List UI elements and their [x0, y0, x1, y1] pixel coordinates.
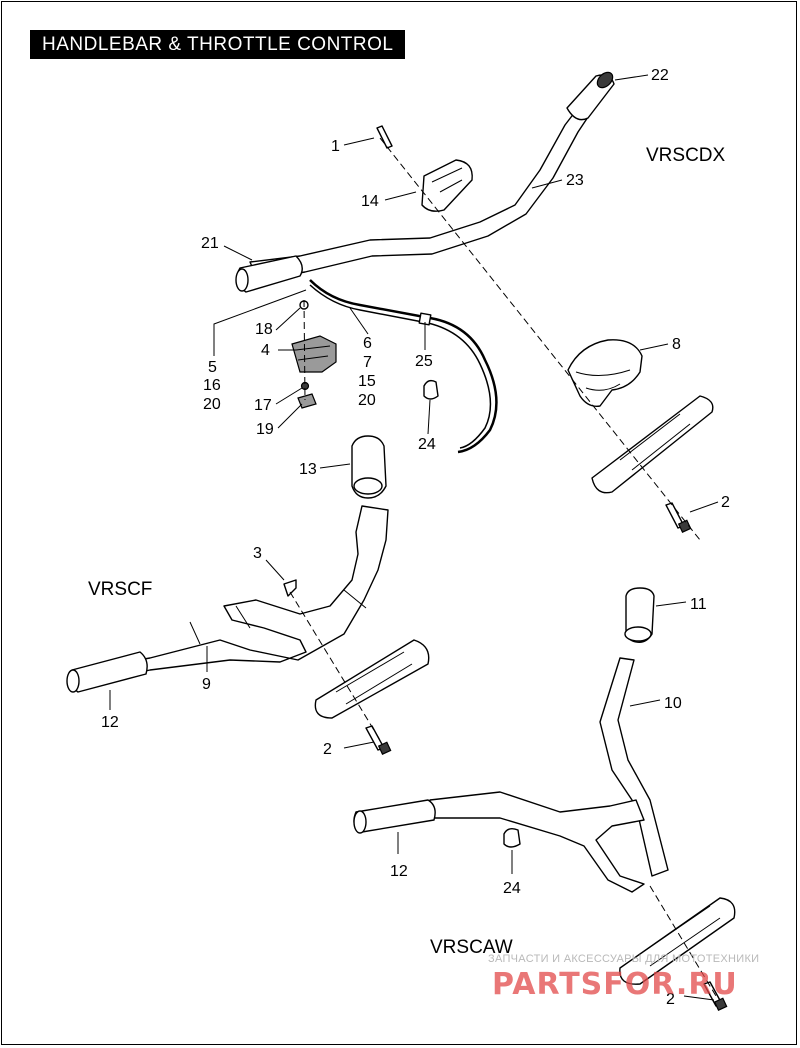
- leader-1: [343, 137, 375, 146]
- clip-24-bottom: [503, 827, 521, 848]
- leader-3: [265, 559, 285, 581]
- callout-12-right: 12: [390, 863, 408, 880]
- bolt-2-bottom-head: [713, 997, 728, 1012]
- page-title: HANDLEBAR & THROTTLE CONTROL: [30, 30, 406, 59]
- riser-bracket-vrscaw-detail: [639, 905, 721, 967]
- model-label-vrscdx: VRSCDX: [646, 145, 726, 166]
- leader-24-top: [427, 399, 431, 435]
- callout-16: 16: [203, 377, 221, 394]
- vrscdx-assembly: [213, 71, 719, 541]
- leader-18: [275, 307, 301, 331]
- leader-19: [277, 403, 303, 429]
- callout-11: 11: [690, 596, 707, 613]
- alignment-line-mid: [289, 591, 381, 741]
- callout-13: 13: [299, 461, 317, 478]
- callout-7: 7: [363, 354, 372, 371]
- callout-15: 15: [358, 373, 376, 390]
- callout-19: 19: [256, 421, 274, 438]
- callout-23: 23: [566, 172, 584, 189]
- grip-12-left-end: [66, 669, 80, 693]
- riser-clamp-8: [567, 339, 643, 407]
- grip-12-left: [69, 651, 148, 693]
- callout-5: 5: [208, 359, 217, 376]
- leader-22: [614, 74, 649, 81]
- riser-cover-14-detail: [431, 167, 463, 193]
- handlebar-10-crossbar: [429, 791, 645, 893]
- callout-22: 22: [651, 67, 669, 84]
- callout-12-left: 12: [101, 714, 119, 731]
- leader-2-top: [689, 501, 719, 513]
- throttle-housing-4: [291, 335, 337, 373]
- screw-1: [376, 125, 393, 149]
- grip-12-right-end: [353, 810, 367, 834]
- riser-bracket-vrscf: [314, 639, 430, 719]
- model-label-vrscaw: VRSCAW: [430, 937, 513, 958]
- riser-cover-14: [421, 159, 473, 212]
- screw-3: [283, 579, 297, 597]
- handlebar-9-detail: [189, 589, 367, 645]
- bolt-2-top-head: [677, 519, 692, 534]
- callout-17: 17: [254, 397, 272, 414]
- callout-2-top: 2: [721, 494, 730, 511]
- throttle-housing-4-outline: [295, 345, 331, 361]
- leader-14: [384, 191, 417, 201]
- clip-24-top: [423, 379, 439, 400]
- leader-23: [531, 179, 563, 189]
- riser-bracket-vrscaw: [619, 897, 736, 985]
- throttle-cable-25: [309, 284, 492, 449]
- leader-8: [639, 343, 669, 351]
- model-label-vrscf: VRSCF: [88, 579, 152, 600]
- callout-6: 6: [363, 335, 372, 352]
- leader-17: [275, 387, 303, 405]
- riser-bracket-vrscf-detail: [335, 651, 413, 705]
- leader-5: [213, 289, 307, 356]
- handlebar-9: [75, 505, 389, 687]
- grip-22-end: [596, 71, 614, 89]
- callout-21: 21: [201, 235, 219, 252]
- grip-13-end: [353, 477, 383, 495]
- riser-clamp-8-detail: [575, 369, 631, 391]
- grip-11-end: [624, 626, 652, 642]
- callout-4: 4: [261, 342, 270, 359]
- handlebar-10: [599, 657, 669, 877]
- callout-2-mid: 2: [323, 741, 332, 758]
- callout-8: 8: [672, 336, 681, 353]
- vrscaw-assembly: [353, 587, 736, 1012]
- callout-24-top: 24: [418, 436, 436, 453]
- leader-13: [319, 463, 351, 469]
- callout-1: 1: [331, 138, 340, 155]
- callout-24-bottom: 24: [503, 880, 521, 897]
- callout-10: 10: [664, 695, 682, 712]
- grip-12-right: [353, 799, 436, 833]
- callout-20-right: 20: [358, 392, 376, 409]
- watermark-brand: PARTSFOR.RU: [492, 967, 738, 1002]
- alignment-line-throttle: [303, 299, 306, 401]
- leader-2-mid: [343, 741, 375, 749]
- callout-18: 18: [255, 321, 273, 338]
- grip-21-end: [235, 268, 249, 292]
- riser-bracket: [591, 395, 714, 494]
- handlebar-23: [249, 107, 591, 281]
- throttle-cable-6: [309, 279, 498, 454]
- leader-21: [223, 245, 253, 261]
- bolt-2-mid-head: [377, 741, 392, 756]
- leader-11: [655, 601, 687, 607]
- callout-25: 25: [415, 353, 433, 370]
- vrscf-assembly: [66, 435, 430, 756]
- leader-2-bottom: [683, 995, 715, 1001]
- watermark-subtitle: ЗАПЧАСТИ И АКСЕССУАРЫ ДЛЯ МОТОТЕХНИКИ: [488, 953, 759, 965]
- callout-3: 3: [253, 545, 262, 562]
- callout-14: 14: [361, 193, 379, 210]
- leader-6: [349, 307, 369, 335]
- alignment-line-top: [379, 137, 701, 541]
- callout-2-bottom: 2: [666, 991, 675, 1008]
- callout-9: 9: [202, 676, 211, 693]
- leader-10: [629, 699, 661, 707]
- cable-ferrule: [418, 312, 432, 326]
- callout-20-left: 20: [203, 396, 221, 413]
